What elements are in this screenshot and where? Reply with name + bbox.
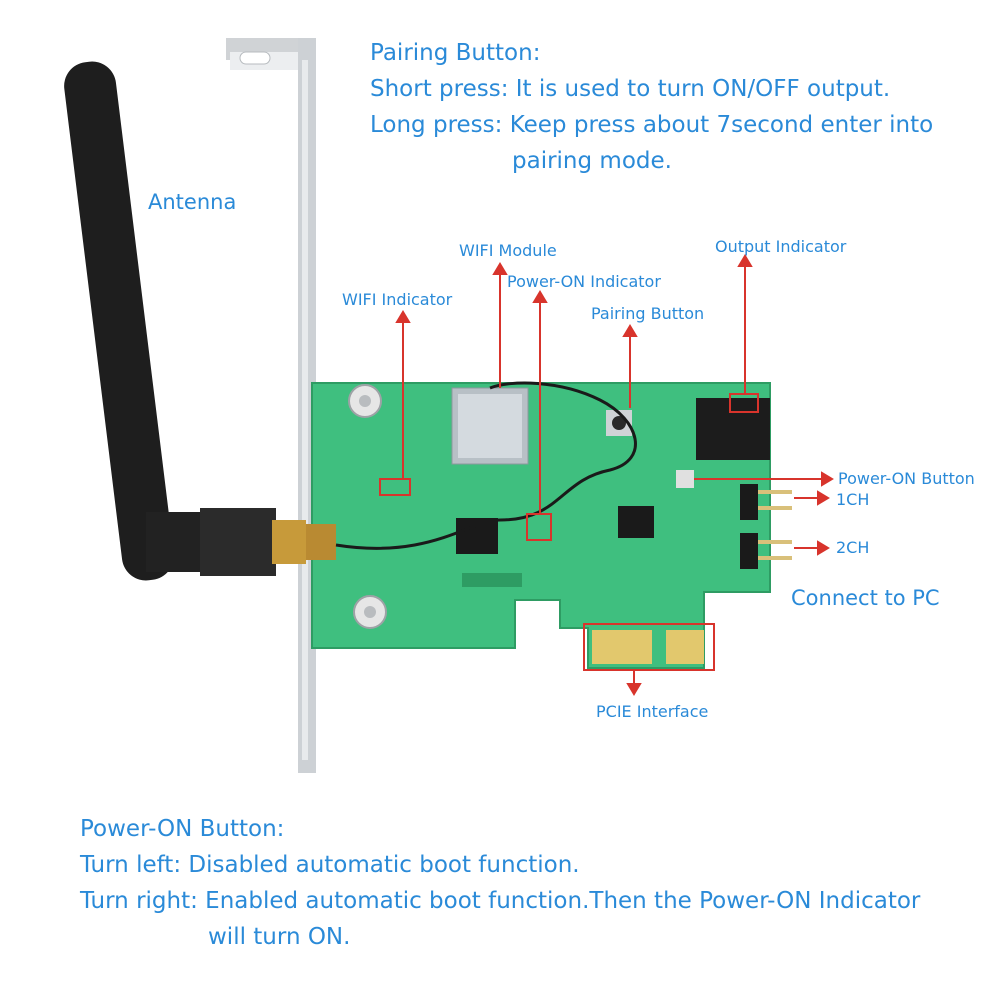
antenna-body: [64, 61, 637, 581]
label-wifi-indicator: WIFI Indicator: [342, 290, 453, 309]
power-on-info-turn-left: Turn left: Disabled automatic boot funct…: [80, 852, 580, 878]
callout-lines: [395, 254, 834, 696]
pairing-info-long-press-cont: pairing mode.: [512, 148, 672, 174]
pairing-info-short-press: Short press: It is used to turn ON/OFF o…: [370, 76, 891, 102]
pairing-info-long-press: Long press: Keep press about 7second ent…: [370, 112, 934, 138]
power-on-info-turn-right: Turn right: Enabled automatic boot funct…: [80, 888, 921, 914]
label-output-indicator: Output Indicator: [715, 237, 847, 256]
label-1ch: 1CH: [836, 490, 870, 509]
label-antenna: Antenna: [148, 190, 237, 214]
label-wifi-module: WIFI Module: [459, 241, 557, 260]
label-connect-to-pc: Connect to PC: [791, 586, 940, 610]
label-pairing-button: Pairing Button: [591, 304, 705, 323]
power-on-info-title: Power-ON Button:: [80, 816, 285, 842]
pairing-info-title: Pairing Button:: [370, 40, 541, 66]
label-pcie-interface: PCIE Interface: [596, 702, 709, 721]
label-power-on-button: Power-ON Button: [838, 469, 975, 488]
label-2ch: 2CH: [836, 538, 870, 557]
callout-markers: [379, 393, 759, 671]
metal-bracket: [226, 38, 316, 773]
power-on-info-turn-right-cont: will turn ON.: [208, 924, 351, 950]
pcb-board: [311, 382, 792, 669]
label-power-on-indicator: Power-ON Indicator: [507, 272, 661, 291]
